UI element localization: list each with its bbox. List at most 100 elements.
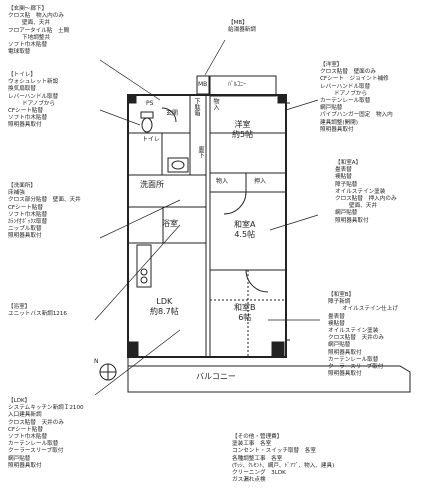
note-item: オイルステイン塗装 xyxy=(328,328,379,335)
note-item: CFシート貼替 xyxy=(8,204,44,211)
note-item: 照明器具取付 xyxy=(8,233,42,240)
note-item: クロス貼替 天井のみ xyxy=(328,335,384,342)
note-senmen-title: 【洗面所】 xyxy=(8,183,36,189)
genkan-label: 玄関 xyxy=(166,110,179,117)
note-item: 壁面、天井 xyxy=(22,20,50,27)
note-item: 建具調整(開閉) xyxy=(320,119,358,126)
note-item: 下地調整共 xyxy=(22,34,50,41)
note-ldk-title: 【LDK】 xyxy=(8,398,31,404)
washitsu-b-name: 和室B xyxy=(234,303,256,312)
note-item: 畳表替 xyxy=(335,167,352,174)
note-item: 網戸貼替 xyxy=(328,342,351,349)
note-item: ドアノブから xyxy=(22,100,56,107)
note-item: ガス漏れ点検 xyxy=(232,477,266,484)
note-washitsu-a-title: 【和室A】 xyxy=(335,160,362,166)
note-item: パイプハンガー固定 物入内 xyxy=(320,112,393,119)
note-yoshitsu: 【洋室】 クロス貼替 壁面のみ CFシート ジョイント補修 レバーハンドル取替 … xyxy=(320,62,393,134)
yokushitsu-label: 浴室 xyxy=(162,219,178,228)
note-item: 襖貼替 xyxy=(328,320,345,327)
note-item: 床補強 xyxy=(8,190,25,197)
note-item: カーテンレール取替 xyxy=(8,441,59,448)
yoshitsu-size: 約5帖 xyxy=(232,130,254,139)
note-item: 網戸貼替 xyxy=(320,105,343,112)
washitsu-a-size: 4.5帖 xyxy=(234,230,256,239)
note-item: 照明器具取付 xyxy=(8,122,42,129)
note-bath: 【浴室】 ユニットバス新調1216 xyxy=(8,304,67,318)
ps-label: PS xyxy=(146,100,154,107)
note-item: コンセント・スイッチ取替 各室 xyxy=(232,448,316,455)
senmenjo-label: 洗面所 xyxy=(140,180,164,189)
note-item: レバーハンドル取替 xyxy=(320,83,371,90)
note-item: クーラースリーブ取付 xyxy=(328,364,384,371)
note-item: クロス貼 物入内のみ xyxy=(8,13,64,20)
top-balcony-box xyxy=(209,75,277,97)
note-item: ユニットバス新調1216 xyxy=(8,311,67,318)
note-item: 塗装工事 各室 xyxy=(232,441,272,448)
note-item: 照明器具取付 xyxy=(328,349,362,356)
note-item: オイルステイン塗装 xyxy=(335,188,386,195)
note-item: ソフト巾木貼替 xyxy=(8,211,48,218)
note-item: 照明器具取付 xyxy=(335,217,369,224)
note-item: カーテンレール取替 xyxy=(320,98,371,105)
storage2-label: 物入 xyxy=(216,178,229,185)
note-item: フロアータイル貼 土間 xyxy=(8,27,70,34)
note-senmen: 【洗面所】 床補強 クロス部分貼替 壁面、天井 CFシート貼替 ソフト巾木貼替 … xyxy=(8,183,81,241)
note-washitsu-b-title: 【和室B】 xyxy=(328,292,355,298)
mb-label: MB xyxy=(198,81,208,88)
note-item: ｶﾗﾝ付ﾎﾞｯｸｽ取替 xyxy=(8,219,48,226)
washitsu-a-name: 和室A xyxy=(234,220,256,229)
note-item: 照明器具取付 xyxy=(320,126,354,133)
note-mb: 【MB】 給湯器新調 xyxy=(228,20,256,34)
top-balcony-label: ﾊﾞﾙｺﾆｰ xyxy=(228,81,247,88)
note-item: 照明器具取付 xyxy=(8,462,42,469)
ldk-size: 約8.7帖 xyxy=(150,307,179,316)
ldk-name: LDK xyxy=(156,297,173,306)
note-item: 襖貼替 xyxy=(335,174,352,181)
storage1-label: 物入 xyxy=(212,98,219,110)
washitsu-b-label: 和室B 6帖 xyxy=(234,303,256,323)
note-item: クロス貼替 天井のみ xyxy=(8,419,64,426)
note-item: オイルステイン仕上げ xyxy=(342,306,398,313)
note-other: 【その他・管理費】 塗装工事 各室 コンセント・スイッチ取替 各室 各種調整工事… xyxy=(232,434,334,484)
yoshitsu-label: 洋室 約5帖 xyxy=(232,120,253,140)
note-item: クロス貼替 壁面のみ xyxy=(320,69,376,76)
note-item: 電球取替 xyxy=(8,49,31,56)
note-bath-title: 【浴室】 xyxy=(8,304,31,310)
oshiire-label: 押入 xyxy=(254,178,267,185)
note-washitsu-a: 【和室A】 畳表替 襖貼替 障子貼替 オイルステイン塗装 クロス貼替 押入内のみ… xyxy=(335,160,397,225)
note-entrance: 【玄関～廊下】 クロス貼 物入内のみ 壁面、天井 フロアータイル貼 土間 下地調… xyxy=(8,6,69,56)
note-entrance-title: 【玄関～廊下】 xyxy=(8,6,48,12)
shoe-label: 下駄箱 xyxy=(193,98,200,116)
note-item: クリーニング 3LDK xyxy=(232,470,286,477)
note-item: 畳表替 xyxy=(328,313,345,320)
note-ldk: 【LDK】 システムキッチン新調Ｉ2100 入口建具新調 クロス貼替 天井のみ … xyxy=(8,398,84,470)
mb-box xyxy=(196,75,210,95)
yoshitsu-name: 洋室 xyxy=(234,120,251,129)
note-item: ソフト巾木貼替 xyxy=(8,434,48,441)
north-arrow-label: N xyxy=(94,358,99,365)
note-item: 給湯器新調 xyxy=(228,27,256,34)
note-item: ソフト巾木貼替 xyxy=(8,42,48,49)
note-other-title: 【その他・管理費】 xyxy=(232,434,283,440)
note-toilet-title: 【トイレ】 xyxy=(8,72,36,78)
rouka-label: 廊下 xyxy=(197,146,204,158)
note-item: 換気扇取替 xyxy=(8,86,36,93)
note-item: レバーハンドル取替 xyxy=(8,93,59,100)
note-item: 入口建具新調 xyxy=(8,412,42,419)
note-yoshitsu-title: 【洋室】 xyxy=(320,62,343,68)
note-item: 各種調整工事 各室 xyxy=(232,455,283,462)
note-item: 壁面、天井 xyxy=(349,203,377,210)
note-item: 網戸貼替 xyxy=(8,455,31,462)
toilet-label: トイレ xyxy=(142,136,161,143)
note-item: CFシート貼替 xyxy=(8,108,44,115)
ldk-label: LDK 約8.7帖 xyxy=(150,297,179,317)
note-toilet: 【トイレ】 ウォシュレット新設 換気扇取替 レバーハンドル取替 ドアノブから C… xyxy=(8,72,58,130)
note-item: 障子貼替 xyxy=(335,181,358,188)
note-item: ウォシュレット新設 xyxy=(8,79,59,86)
note-item: 網戸貼替 xyxy=(335,210,358,217)
note-item: (ｻｯｼ、ｸﾚｾﾝﾄ、網戸、ﾄﾞｱﾌﾞ、物入、建具) xyxy=(232,462,335,469)
note-item: クロス部分貼替 壁面、天井 xyxy=(8,197,81,204)
note-item: ドアノブから xyxy=(334,90,368,97)
note-item: CFシート貼替 xyxy=(8,426,44,433)
